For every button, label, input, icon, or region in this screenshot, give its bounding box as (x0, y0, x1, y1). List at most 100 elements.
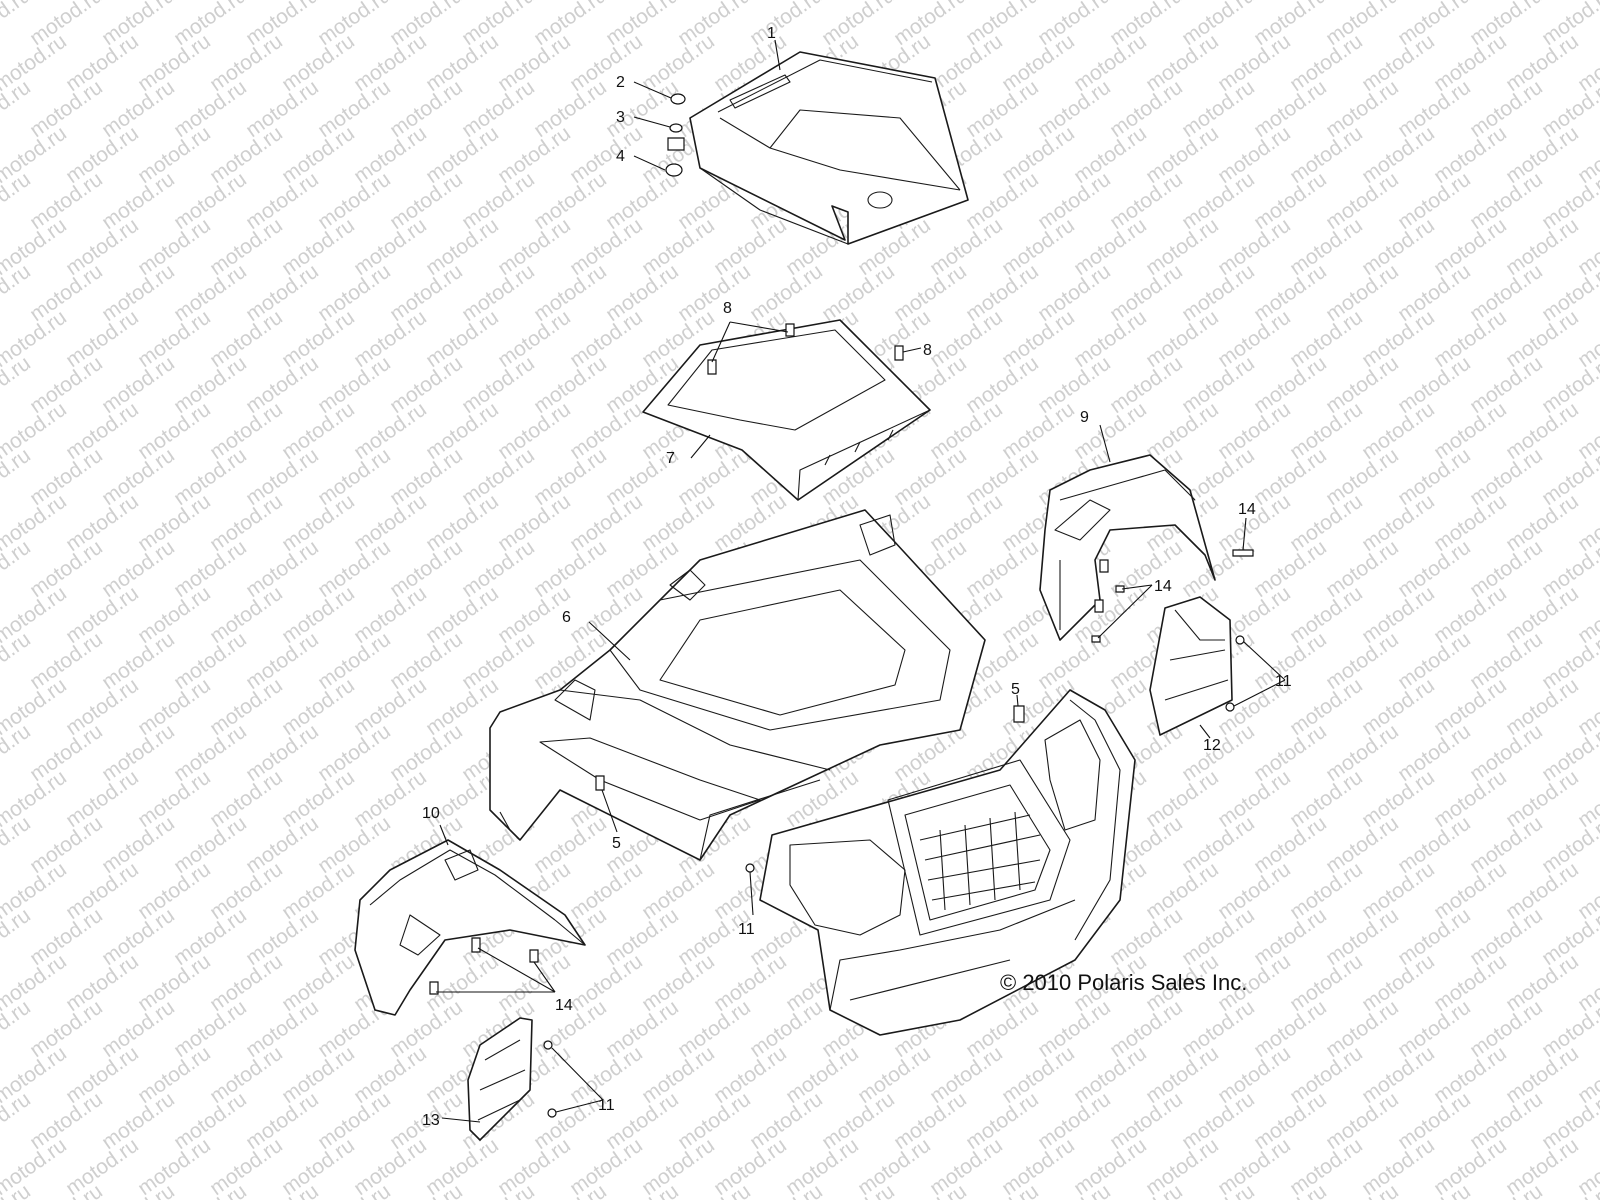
callout-11-center: 11 (738, 921, 755, 938)
watermark-text: motod.ru (206, 490, 287, 556)
watermark-text: motod.ru (314, 628, 395, 694)
watermark-text: motod.ru (1286, 1042, 1367, 1108)
watermark-text: motod.ru (278, 306, 359, 372)
watermark-text: motod.ru (422, 398, 503, 464)
watermark-text: motod.ru (1214, 398, 1295, 464)
watermark-text: motod.ru (1502, 674, 1583, 740)
watermark-text: motod.ru (170, 260, 251, 326)
watermark-text: motod.ru (710, 1134, 791, 1200)
watermark-text: motod.ru (422, 30, 503, 96)
watermark-text: motod.ru (1178, 536, 1259, 602)
watermark-text: motod.ru (530, 76, 611, 142)
callout-labels: 1 2 3 4 5 5 6 7 8 8 9 10 11 11 11 12 13 … (422, 25, 1292, 1129)
watermark-text: motod.ru (314, 444, 395, 510)
watermark-text: motod.ru (1322, 536, 1403, 602)
watermark-text: motod.ru (530, 536, 611, 602)
watermark-text: motod.ru (242, 260, 323, 326)
watermark-text: motod.ru (1502, 950, 1583, 1016)
watermark-text: motod.ru (134, 122, 215, 188)
watermark-text: motod.ru (1394, 168, 1475, 234)
watermark-text: motod.ru (98, 444, 179, 510)
watermark-text: motod.ru (1466, 168, 1547, 234)
watermark-text: motod.ru (278, 858, 359, 924)
watermark-text: motod.ru (1070, 1042, 1151, 1108)
watermark-text: motod.ru (278, 1042, 359, 1108)
watermark-text: motod.ru (1430, 30, 1511, 96)
watermark-text: motod.ru (746, 260, 827, 326)
watermark-text: motod.ru (1322, 628, 1403, 694)
part-6-main-body (489, 509, 986, 861)
watermark-text: motod.ru (1070, 398, 1151, 464)
watermark-text: motod.ru (134, 30, 215, 96)
watermark-text: motod.ru (1142, 1134, 1223, 1200)
watermark-text: motod.ru (1322, 996, 1403, 1062)
watermark-text: motod.ru (242, 1088, 323, 1154)
watermark-text: motod.ru (278, 30, 359, 96)
watermark-text: motod.ru (1286, 30, 1367, 96)
watermark-text: motod.ru (674, 1088, 755, 1154)
watermark-text: motod.ru (962, 260, 1043, 326)
watermark-text: motod.ru (1394, 720, 1475, 786)
watermark-text: motod.ru (1286, 674, 1367, 740)
watermark-text: motod.ru (638, 490, 719, 556)
watermark-text: motod.ru (1358, 858, 1439, 924)
watermark-text: motod.ru (566, 858, 647, 924)
watermark-text: motod.ru (926, 1042, 1007, 1108)
watermark-text: motod.ru (1358, 30, 1439, 96)
watermark-text: motod.ru (458, 536, 539, 602)
watermark-text: motod.ru (1250, 812, 1331, 878)
watermark-text: motod.ru (1178, 904, 1259, 970)
watermark-text: motod.ru (134, 674, 215, 740)
watermark-text: motod.ru (422, 1134, 503, 1200)
watermark-text: motod.ru (1142, 858, 1223, 924)
watermark-text: motod.ru (1394, 628, 1475, 694)
watermark-text: motod.ru (1394, 536, 1475, 602)
watermark-text: motod.ru (1250, 352, 1331, 418)
watermark-text: motod.ru (0, 0, 35, 50)
watermark-text: motod.ru (1466, 812, 1547, 878)
watermark-text: motod.ru (62, 122, 143, 188)
watermark-text: motod.ru (638, 1042, 719, 1108)
watermark-text: motod.ru (1034, 76, 1115, 142)
watermark-text: motod.ru (1358, 306, 1439, 372)
watermark-text: motod.ru (170, 720, 251, 786)
watermark-text: motod.ru (206, 1042, 287, 1108)
watermark-text: motod.ru (1142, 306, 1223, 372)
watermark-text: motod.ru (1502, 1042, 1583, 1108)
watermark-text: motod.ru (1394, 260, 1475, 326)
callout-7: 7 (666, 450, 675, 467)
watermark-text: motod.ru (350, 490, 431, 556)
watermark-text: motod.ru (26, 444, 107, 510)
watermark-text: motod.ru (1574, 0, 1600, 4)
watermark-text: motod.ru (1034, 628, 1115, 694)
watermark-text: motod.ru (1178, 812, 1259, 878)
watermark-text: motod.ru (242, 720, 323, 786)
watermark-text: motod.ru (1214, 766, 1295, 832)
watermark-text: motod.ru (1466, 352, 1547, 418)
watermark-text: motod.ru (350, 214, 431, 280)
watermark-text: motod.ru (1358, 582, 1439, 648)
watermark-text: motod.ru (206, 122, 287, 188)
watermark-text: motod.ru (458, 260, 539, 326)
watermark-text: motod.ru (350, 122, 431, 188)
watermark-text: motod.ru (26, 812, 107, 878)
watermark-text: motod.ru (1070, 30, 1151, 96)
watermark-text: motod.ru (1466, 904, 1547, 970)
watermark-text: motod.ru (1358, 950, 1439, 1016)
callout-5-upper: 5 (1011, 681, 1020, 698)
watermark-text: motod.ru (242, 628, 323, 694)
watermark-text: motod.ru (1286, 582, 1367, 648)
watermark-text: motod.ru (1394, 444, 1475, 510)
watermark-text: motod.ru (1502, 122, 1583, 188)
callout-8-left: 8 (723, 300, 732, 317)
watermark-text: motod.ru (566, 490, 647, 556)
watermark-text: motod.ru (314, 76, 395, 142)
watermark-text: motod.ru (1250, 1088, 1331, 1154)
watermark-text: motod.ru (1322, 444, 1403, 510)
watermark-text: motod.ru (530, 444, 611, 510)
callout-10: 10 (422, 805, 440, 822)
watermark-text: motod.ru (206, 950, 287, 1016)
watermark-text: motod.ru (1322, 720, 1403, 786)
watermark-text: motod.ru (638, 950, 719, 1016)
